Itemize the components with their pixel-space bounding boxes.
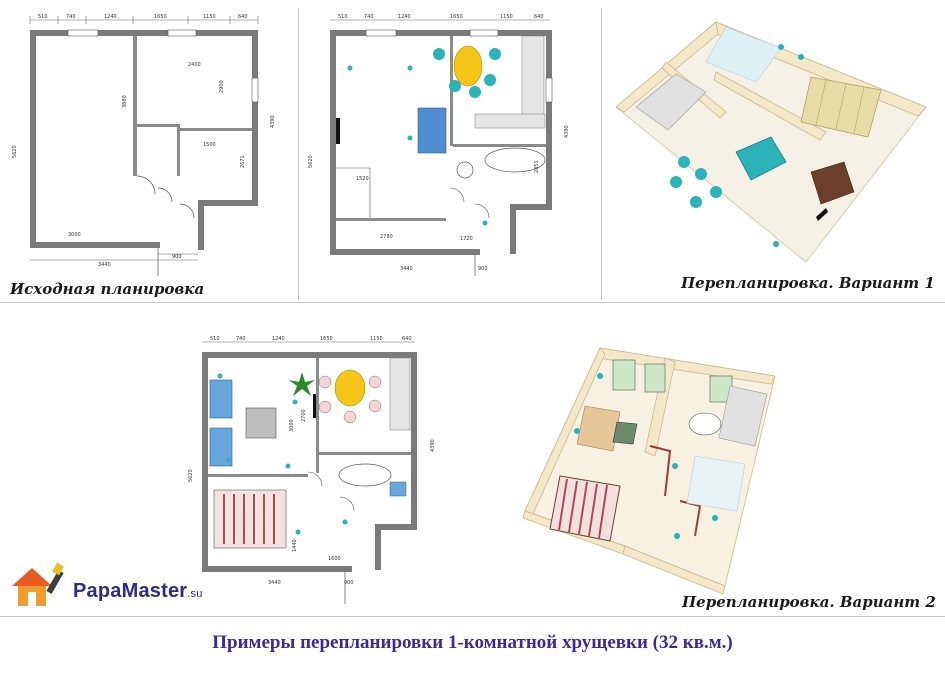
original-floor-plan: 510 740 1240 1650 1150 640 3000 2400 388… bbox=[12, 14, 276, 276]
divider-top-2 bbox=[601, 8, 602, 300]
v2-dim-left-total: 5620 bbox=[188, 469, 194, 482]
v2-dim-bottom-small: 900 bbox=[344, 580, 354, 586]
v2-dim-inner-2: 3000 bbox=[289, 419, 295, 432]
dim-top-0: 510 bbox=[38, 14, 48, 20]
variant2-3d-render bbox=[522, 347, 776, 595]
page-title: Примеры перепланировки 1-комнатной хруще… bbox=[212, 632, 733, 653]
dim-top-5: 640 bbox=[238, 14, 248, 20]
v1-dim-top-4: 1150 bbox=[500, 14, 513, 20]
variant1-floor-plan: 510 740 1240 1650 1150 640 bbox=[308, 14, 570, 276]
v2-dim-inner-1: 1440 bbox=[292, 539, 298, 552]
v2-dim-inner-0: 1600 bbox=[328, 556, 341, 562]
v1-dim-inner-2: 2851 bbox=[534, 160, 540, 173]
logo-suffix: .su bbox=[187, 588, 203, 600]
dim-top-1: 740 bbox=[66, 14, 76, 20]
dim-top-2: 1240 bbox=[104, 14, 117, 20]
dim-bottom-total: 3440 bbox=[98, 262, 111, 268]
dim-inner-3: 2900 bbox=[219, 80, 225, 93]
v2-dim-top-4: 1150 bbox=[370, 336, 383, 342]
v2-dim-bottom-total: 3440 bbox=[268, 580, 281, 586]
dim-top-3: 1650 bbox=[154, 14, 167, 20]
v2-dim-top-1: 740 bbox=[236, 336, 246, 342]
v1-dim-left-total: 5620 bbox=[308, 155, 314, 168]
v1-dim-top-3: 1650 bbox=[450, 14, 463, 20]
v1-dim-top-5: 640 bbox=[534, 14, 544, 20]
v1-dim-top-1: 740 bbox=[364, 14, 374, 20]
dim-inner-0: 3000 bbox=[68, 232, 81, 238]
dim-inner-4: 1500 bbox=[203, 142, 216, 148]
v1-dim-inner-1: 1720 bbox=[460, 236, 473, 242]
variant1-3d-render bbox=[615, 21, 927, 263]
v2-dim-top-3: 1650 bbox=[320, 336, 333, 342]
papamaster-logo[interactable]: PapaMaster.su bbox=[73, 580, 203, 603]
divider-top-1 bbox=[298, 8, 299, 300]
logo-part2: Master bbox=[121, 580, 188, 602]
divider-middle bbox=[0, 302, 945, 303]
house-logo-icon bbox=[12, 562, 64, 606]
v2-dim-top-2: 1240 bbox=[272, 336, 285, 342]
v2-dim-top-0: 510 bbox=[210, 336, 220, 342]
v2-dim-inner-3: 2700 bbox=[301, 409, 307, 422]
dim-inner-1: 2400 bbox=[188, 62, 201, 68]
v1-dim-inner-0: 2780 bbox=[380, 234, 393, 240]
v2-dim-right-total: 4390 bbox=[430, 439, 436, 452]
v1-dim-inner-3: 1520 bbox=[356, 176, 369, 182]
dim-left-total: 5620 bbox=[12, 145, 18, 158]
v1-dim-bottom-small: 900 bbox=[478, 266, 488, 272]
variant2-floor-plan: 510 740 1240 1650 1150 640 bbox=[188, 336, 436, 604]
dim-inner-2: 3880 bbox=[122, 95, 128, 108]
dim-bottom-small: 900 bbox=[172, 254, 182, 260]
dim-inner-5: 2671 bbox=[240, 155, 246, 168]
caption-variant1: Перепланировка. Вариант 1 bbox=[681, 274, 935, 292]
v1-dim-top-0: 510 bbox=[338, 14, 348, 20]
caption-variant2: Перепланировка. Вариант 2 bbox=[682, 593, 936, 611]
divider-bottom bbox=[0, 616, 945, 617]
v1-dim-top-2: 1240 bbox=[398, 14, 411, 20]
caption-original: Исходная планировка bbox=[10, 280, 205, 298]
v2-dim-top-5: 640 bbox=[402, 336, 412, 342]
dim-top-4: 1150 bbox=[203, 14, 216, 20]
dim-right-total: 4390 bbox=[270, 115, 276, 128]
logo-part1: Papa bbox=[73, 580, 122, 602]
v1-dim-right-total: 4390 bbox=[564, 125, 570, 138]
v1-dim-bottom-total: 3440 bbox=[400, 266, 413, 272]
